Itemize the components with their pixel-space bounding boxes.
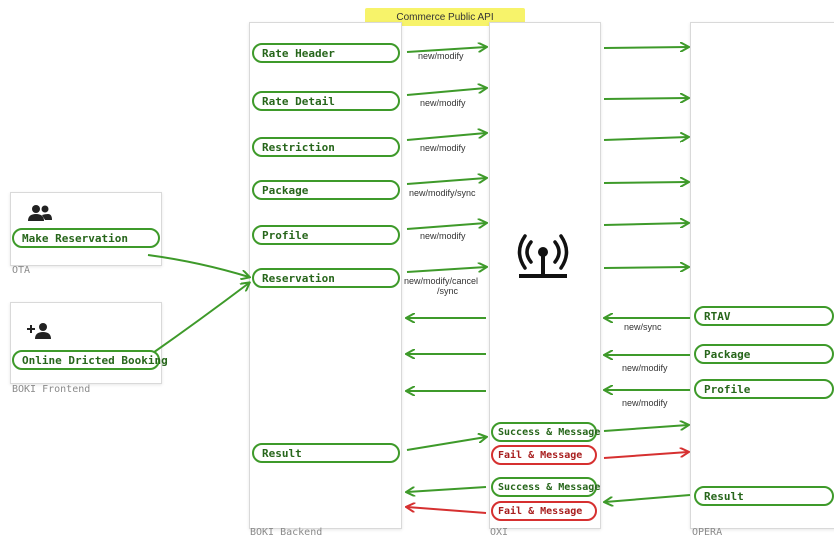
arrow-fail-to-backend bbox=[407, 507, 487, 514]
arrow-label-opera-package: new/modify bbox=[622, 363, 668, 373]
arrow-api-opera-2 bbox=[603, 98, 688, 99]
arrow-success-to-backend bbox=[407, 486, 487, 492]
arrow-label-package: new/modify/sync bbox=[409, 188, 476, 198]
opera-result-item[interactable]: Result bbox=[694, 486, 834, 506]
opera-panel bbox=[690, 22, 834, 529]
arrow-label-profile: new/modify bbox=[420, 231, 466, 241]
arrow-rate-detail bbox=[406, 88, 486, 96]
frontend-caption: BOKI Frontend bbox=[12, 384, 91, 395]
arrow-package bbox=[406, 178, 486, 185]
package-item[interactable]: Package bbox=[252, 180, 400, 200]
fail-message-1[interactable]: Fail & Message bbox=[491, 445, 597, 465]
arrow-label-restriction: new/modify bbox=[420, 143, 466, 153]
fail-message-2[interactable]: Fail & Message bbox=[491, 501, 597, 521]
opera-caption: OPERA bbox=[692, 527, 723, 538]
arrow-label-reservation-sync: /sync bbox=[437, 286, 459, 296]
opera-profile-item[interactable]: Profile bbox=[694, 379, 834, 399]
arrow-ota-to-reservation bbox=[147, 254, 249, 277]
arrow-api-opera-5 bbox=[603, 223, 688, 225]
ota-caption: OTA bbox=[12, 265, 31, 276]
arrow-success-to-opera bbox=[603, 425, 688, 432]
opera-package-item[interactable]: Package bbox=[694, 344, 834, 364]
api-caption: OXI bbox=[490, 527, 509, 538]
arrow-label-opera-profile: new/modify bbox=[622, 398, 668, 408]
arrow-label-rate-detail: new/modify bbox=[420, 98, 466, 108]
arrow-label-rate-header: new/modify bbox=[418, 51, 464, 61]
online-booking-button[interactable]: Online Dricted Booking bbox=[12, 350, 168, 370]
arrow-rate-header bbox=[406, 47, 486, 53]
arrow-api-opera-4 bbox=[603, 182, 688, 183]
arrow-api-opera-6 bbox=[603, 267, 688, 268]
rate-detail-item[interactable]: Rate Detail bbox=[252, 91, 400, 111]
reservation-item[interactable]: Reservation bbox=[252, 268, 400, 288]
arrow-fail-to-opera bbox=[603, 452, 688, 459]
rate-header-item[interactable]: Rate Header bbox=[252, 43, 400, 63]
arrow-label-reservation: new/modify/cancel bbox=[404, 276, 479, 286]
success-message-1[interactable]: Success & Message bbox=[491, 422, 600, 442]
frontend-panel bbox=[10, 302, 162, 384]
diagram-title: Commerce Public API bbox=[365, 8, 525, 26]
profile-item[interactable]: Profile bbox=[252, 225, 400, 245]
add-person-icon bbox=[27, 323, 51, 339]
arrow-label-rtav: new/sync bbox=[624, 322, 662, 332]
arrow-reservation bbox=[406, 267, 486, 273]
backend-caption: BOKI Backend bbox=[250, 527, 323, 538]
arrow-opera-result-to-api bbox=[605, 494, 691, 502]
broadcast-icon bbox=[517, 234, 569, 278]
success-message-2[interactable]: Success & Message bbox=[491, 477, 600, 497]
arrow-profile bbox=[406, 223, 486, 230]
arrow-frontend-to-reservation bbox=[149, 283, 249, 356]
backend-result-item[interactable]: Result bbox=[252, 443, 400, 463]
make-reservation-button[interactable]: Make Reservation bbox=[12, 228, 160, 248]
rtav-item[interactable]: RTAV bbox=[694, 306, 834, 326]
arrow-result-to-api bbox=[406, 437, 486, 451]
people-icon bbox=[28, 205, 52, 221]
arrow-api-opera-3 bbox=[603, 137, 688, 140]
restriction-item[interactable]: Restriction bbox=[252, 137, 400, 157]
arrow-api-opera-1 bbox=[603, 47, 688, 48]
arrow-restriction bbox=[406, 133, 486, 141]
